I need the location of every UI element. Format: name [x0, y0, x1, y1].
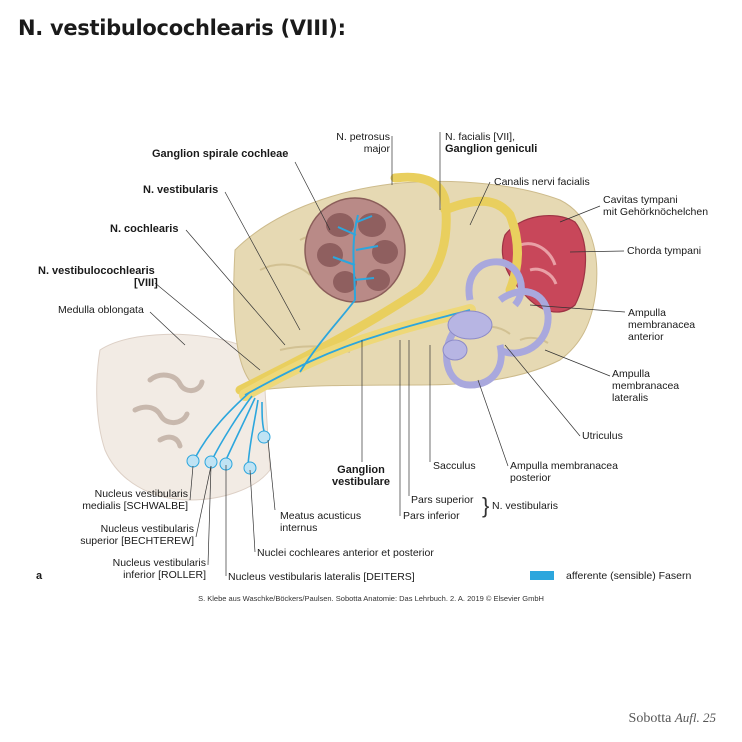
label-n-facialis: N. facialis [VII], Ganglion geniculi — [445, 131, 538, 155]
credit-line: S. Klebe aus Waschke/Böckers/Paulsen. So… — [198, 594, 544, 603]
ossicles — [519, 242, 558, 285]
label-medulla-oblongata: Medulla oblongata — [58, 304, 144, 316]
utriculus-shape — [447, 310, 493, 340]
legend-swatch — [530, 571, 554, 580]
leader-lines — [149, 132, 626, 576]
label-nuclei-cochleares: Nuclei cochleares anterior et posterior — [257, 547, 434, 559]
bracket: } — [482, 493, 490, 518]
label-pars-inferior: Pars inferior — [403, 510, 460, 522]
label-n-vestibularis: N. vestibularis — [143, 184, 219, 196]
page-title: N. vestibulocochlearis (VIII): — [18, 16, 346, 40]
nuclei-spots — [186, 430, 271, 475]
afferent-main — [244, 299, 471, 396]
label-chorda-tympani: Chorda tympani — [627, 245, 702, 257]
panel-letter: a — [36, 570, 43, 582]
label-sacculus: Sacculus — [433, 460, 476, 472]
label-n-cochlearis: N. cochlearis — [110, 223, 179, 235]
sacculus-shape — [442, 339, 468, 361]
afferent-fibers — [194, 391, 266, 466]
legend-label: afferente (sensible) Fasern — [566, 570, 692, 582]
label-ganglion-spirale: Ganglion spirale cochleae — [152, 148, 289, 160]
label-nucleus-lateralis: Nucleus vestibularis lateralis [DEITERS] — [228, 571, 415, 583]
label-canalis-nervi-facialis: Canalis nervi facialis — [494, 176, 590, 188]
label-utriculus: Utriculus — [582, 430, 623, 442]
label-n-vestibularis-bottom: N. vestibularis — [492, 500, 558, 512]
label-n-vestibulocochlearis: N. vestibulocochlearis [VIII] — [38, 265, 158, 289]
brand-mark: Sobotta Aufl. 25 — [628, 710, 716, 726]
label-pars-superior: Pars superior — [411, 494, 474, 506]
medulla-folds — [132, 372, 205, 449]
cochlea — [304, 197, 406, 303]
